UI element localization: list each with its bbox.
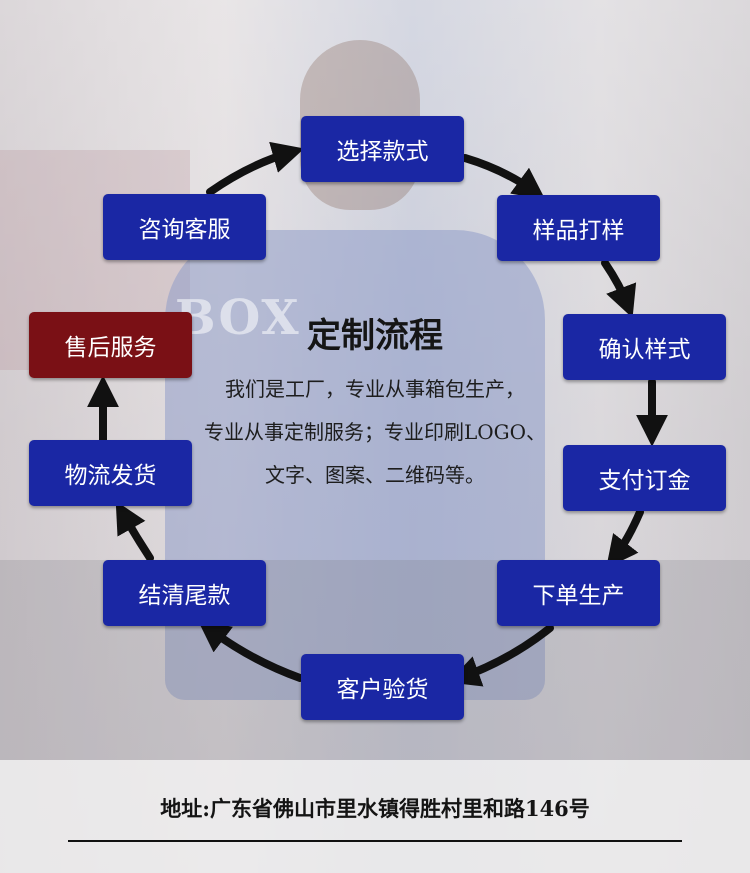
arrow-consult-to-select [206, 141, 305, 196]
description-line-3: 文字、图案、二维码等。 [265, 463, 485, 487]
step-sample[interactable]: 样品打样 [497, 195, 660, 261]
arrow-pay-to-produce [606, 508, 644, 569]
address-text: 地址:广东省佛山市里水镇得胜村里和路146号 [160, 796, 590, 821]
page-title: 定制流程 [307, 316, 443, 356]
step-logistics-shipping[interactable]: 物流发货 [29, 440, 192, 506]
step-inspect-goods[interactable]: 客户验货 [301, 654, 464, 720]
arrow-settle-to-ship [115, 500, 154, 562]
background-floor [0, 760, 750, 873]
step-pay-deposit[interactable]: 支付订金 [563, 445, 726, 511]
address-divider [68, 840, 682, 842]
arrow-inspect-to-settle [197, 620, 304, 682]
description-line-2: 专业从事定制服务；专业印刷LOGO、 [203, 420, 547, 444]
arrow-produce-to-inspect [447, 624, 554, 687]
step-consult-service[interactable]: 咨询客服 [103, 194, 266, 260]
arrow-select-to-sample [461, 154, 546, 200]
step-settle-balance[interactable]: 结清尾款 [103, 560, 266, 626]
step-after-sales[interactable]: 售后服务 [29, 312, 192, 378]
step-confirm-style[interactable]: 确认样式 [563, 314, 726, 380]
step-select-style[interactable]: 选择款式 [301, 116, 464, 182]
step-place-order[interactable]: 下单生产 [497, 560, 660, 626]
background-shirt-logo: BOX [175, 290, 301, 346]
description-line-1: 我们是工厂，专业从事箱包生产， [225, 377, 525, 401]
arrow-sample-to-confirm [601, 259, 637, 318]
